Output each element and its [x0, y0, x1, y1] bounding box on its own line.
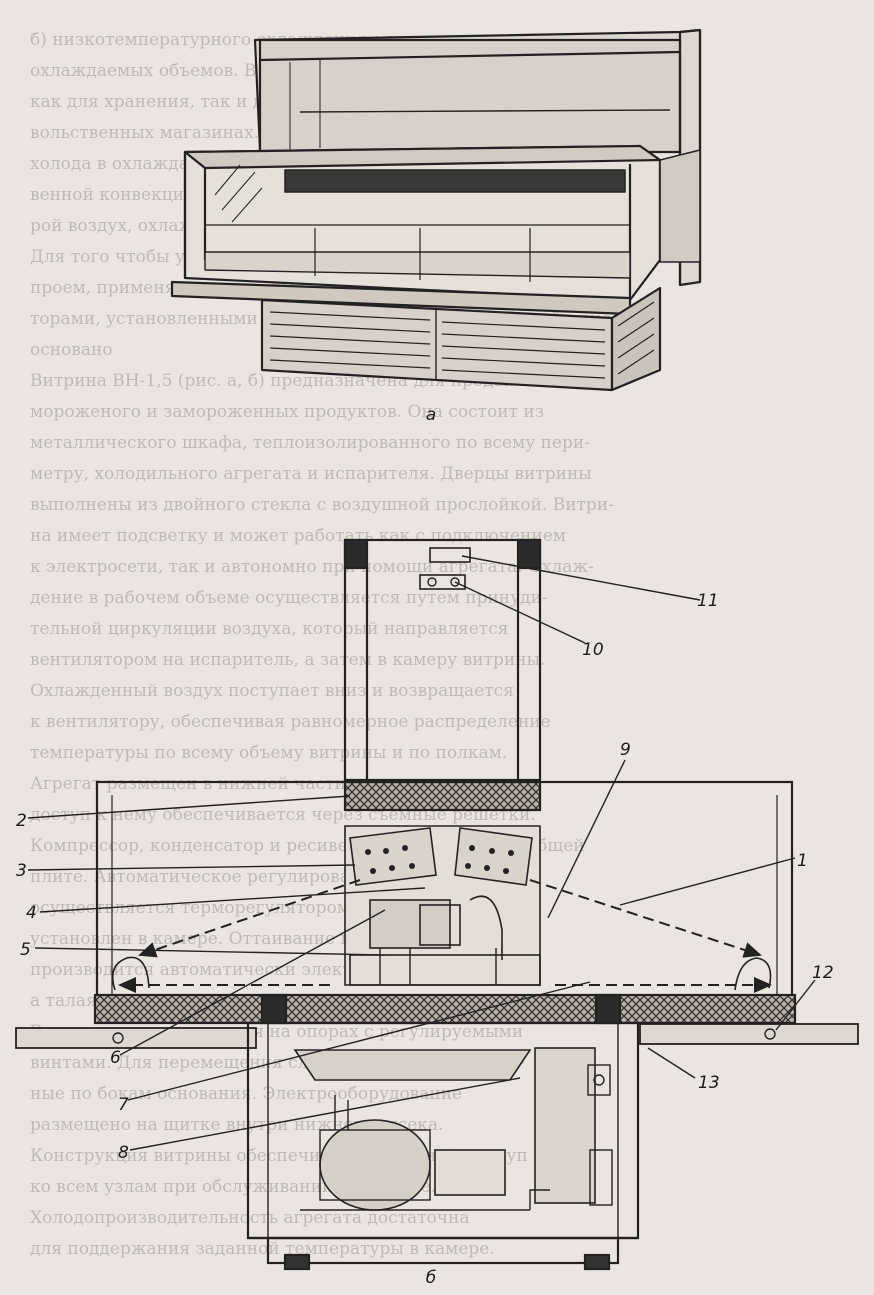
background-text-line: мороженого и замороженных продуктов. Она… — [30, 402, 544, 422]
callout-7: 7 — [118, 1095, 129, 1115]
background-text-line: дение в рабочем объеме осуществляется пу… — [30, 588, 548, 608]
background-text-line: Охлажденный воздух поступает вниз и возв… — [30, 681, 514, 701]
panel-label-b: б — [426, 1268, 436, 1288]
callout-8: 8 — [118, 1143, 129, 1163]
callout-13: 13 — [698, 1073, 720, 1093]
callout-1: 1 — [797, 851, 808, 871]
background-text-line: температуры по всему объему витрины и по… — [30, 743, 507, 763]
background-text-line: к вентилятору, обеспечивая равномерное р… — [30, 712, 551, 732]
background-text-line: основано — [30, 340, 113, 360]
view-a-isometric-case — [170, 28, 702, 392]
callout-6: 6 — [110, 1048, 121, 1068]
callout-12: 12 — [812, 963, 834, 983]
panel-label-a: а — [426, 405, 436, 425]
callout-11: 11 — [697, 591, 719, 611]
background-text-line: металлического шкафа, теплоизолированног… — [30, 433, 590, 453]
background-text-line: к электросети, так и автономно при помощ… — [30, 557, 594, 577]
callout-4: 4 — [26, 903, 37, 923]
background-text-line: на имеет подсветку и может работать как … — [30, 526, 566, 546]
callout-10: 10 — [582, 640, 604, 660]
callout-5: 5 — [20, 940, 31, 960]
background-text-line: для поддержания заданной температуры в к… — [30, 1239, 495, 1259]
view-b-cross-section — [15, 538, 859, 1271]
callout-9: 9 — [620, 740, 631, 760]
background-text-line: тельной циркуляции воздуха, который напр… — [30, 619, 508, 639]
callout-2: 2 — [16, 811, 27, 831]
background-text-line: вентилятором на испаритель, а затем в ка… — [30, 650, 545, 670]
background-text-line: выполнены из двойного стекла с воздушной… — [30, 495, 614, 515]
callout-3: 3 — [16, 861, 27, 881]
background-text-line: ные по бокам основания. Электрооборудова… — [30, 1084, 462, 1104]
background-text-line: метру, холодильного агрегата и испарител… — [30, 464, 592, 484]
background-text-line: Холодопроизводительность агрегата достат… — [30, 1208, 469, 1228]
